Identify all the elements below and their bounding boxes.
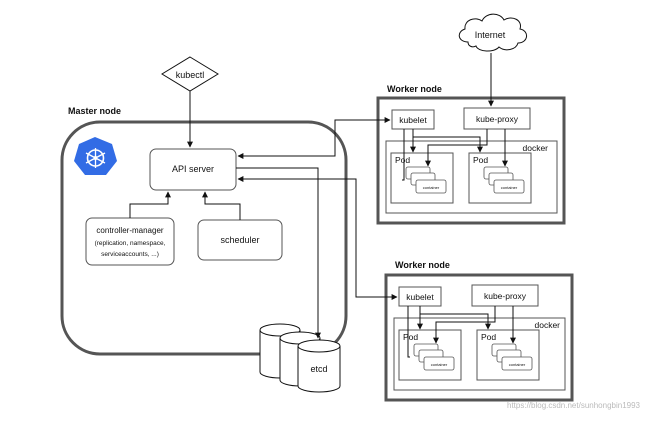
controller-manager-box: controller-manager (replication, namespa… <box>85 217 175 266</box>
worker-2-pod-2-label: Pod <box>481 332 496 342</box>
worker-1-pod-1: Pod container <box>390 152 454 204</box>
worker-2-kube-proxy-box: kube-proxy <box>471 284 539 307</box>
worker-2-pod-2-container-label: container <box>509 362 526 367</box>
kubernetes-logo-icon <box>74 137 117 175</box>
worker-2-pod-2-container <box>501 356 533 371</box>
master-node-title: Master node <box>68 106 121 116</box>
controller-manager-label: controller-manager <box>96 226 163 235</box>
worker-2-pod-1: Pod container <box>398 329 462 381</box>
worker-1-pod-2: Pod container <box>468 152 532 204</box>
worker-1-pod-1-container-label: container <box>423 185 440 190</box>
worker-2-kube-proxy-label: kube-proxy <box>484 291 527 301</box>
api-server-box: API server <box>149 148 237 191</box>
worker-2-docker-label: docker <box>534 320 560 330</box>
kubectl-node: kubectl <box>161 56 219 92</box>
internet-label: Internet <box>475 30 506 40</box>
worker-1-kubelet-to-pod-2-arrow <box>413 136 483 153</box>
worker-1-kube-proxy-label: kube-proxy <box>476 114 519 124</box>
controller-manager-detail-2: serviceaccounts, ...) <box>101 251 159 258</box>
worker-1-kubelet-label: kubelet <box>399 115 427 125</box>
worker-node-2: Worker node kubelet kube-proxy docker Po… <box>384 260 574 402</box>
api-to-etcd-arrow <box>236 167 321 339</box>
worker-2-kubelet-box: kubelet <box>398 286 442 307</box>
master-node: Master node API server controller-manage… <box>60 106 348 356</box>
internet-cloud: Internet <box>458 13 527 52</box>
kubectl-label: kubectl <box>176 70 205 80</box>
worker-1-kubelet-side-link <box>402 129 405 181</box>
worker-2-kubelet-label: kubelet <box>406 292 434 302</box>
controller-manager-detail-1: (replication, namespace, <box>95 240 166 247</box>
api-to-worker-1-kubelet-arrow <box>237 117 391 159</box>
worker-2-proxy-to-pod-1-arrow <box>433 306 496 344</box>
api-to-worker-2-kubelet-arrow <box>237 176 398 300</box>
scheduler-box: scheduler <box>197 219 283 261</box>
worker-node-1: Worker node kubelet kube-proxy docker Po… <box>376 84 566 225</box>
api-server-label: API server <box>172 164 214 174</box>
etcd-database: etcd <box>259 323 341 393</box>
controller-manager-to-api-arrow <box>129 191 171 218</box>
watermark-text: https://blog.csdn.net/sunhongbin1993 <box>507 401 641 410</box>
scheduler-label: scheduler <box>220 235 259 245</box>
connectors <box>129 53 516 358</box>
etcd-label: etcd <box>310 364 327 374</box>
worker-2-pod-2: Pod container <box>476 329 540 381</box>
worker-1-docker-label: docker <box>522 143 548 153</box>
worker-1-kube-proxy-box: kube-proxy <box>463 107 531 130</box>
worker-1-pod-1-container <box>415 179 447 194</box>
worker-2-pod-1-label: Pod <box>403 332 418 342</box>
worker-node-1-title: Worker node <box>387 84 442 94</box>
worker-1-proxy-to-pod-1-arrow <box>425 129 488 167</box>
worker-node-2-title: Worker node <box>395 260 450 270</box>
worker-2-pod-1-container-label: container <box>431 362 448 367</box>
worker-1-kubelet-box: kubelet <box>391 109 435 130</box>
worker-1-pod-2-label: Pod <box>473 155 488 165</box>
worker-2-pod-1-container <box>423 356 455 371</box>
worker-1-pod-1-label: Pod <box>395 155 410 165</box>
worker-2-kubelet-side-link <box>407 306 410 358</box>
worker-1-pod-2-container-label: container <box>501 185 518 190</box>
worker-1-pod-2-container <box>493 179 525 194</box>
